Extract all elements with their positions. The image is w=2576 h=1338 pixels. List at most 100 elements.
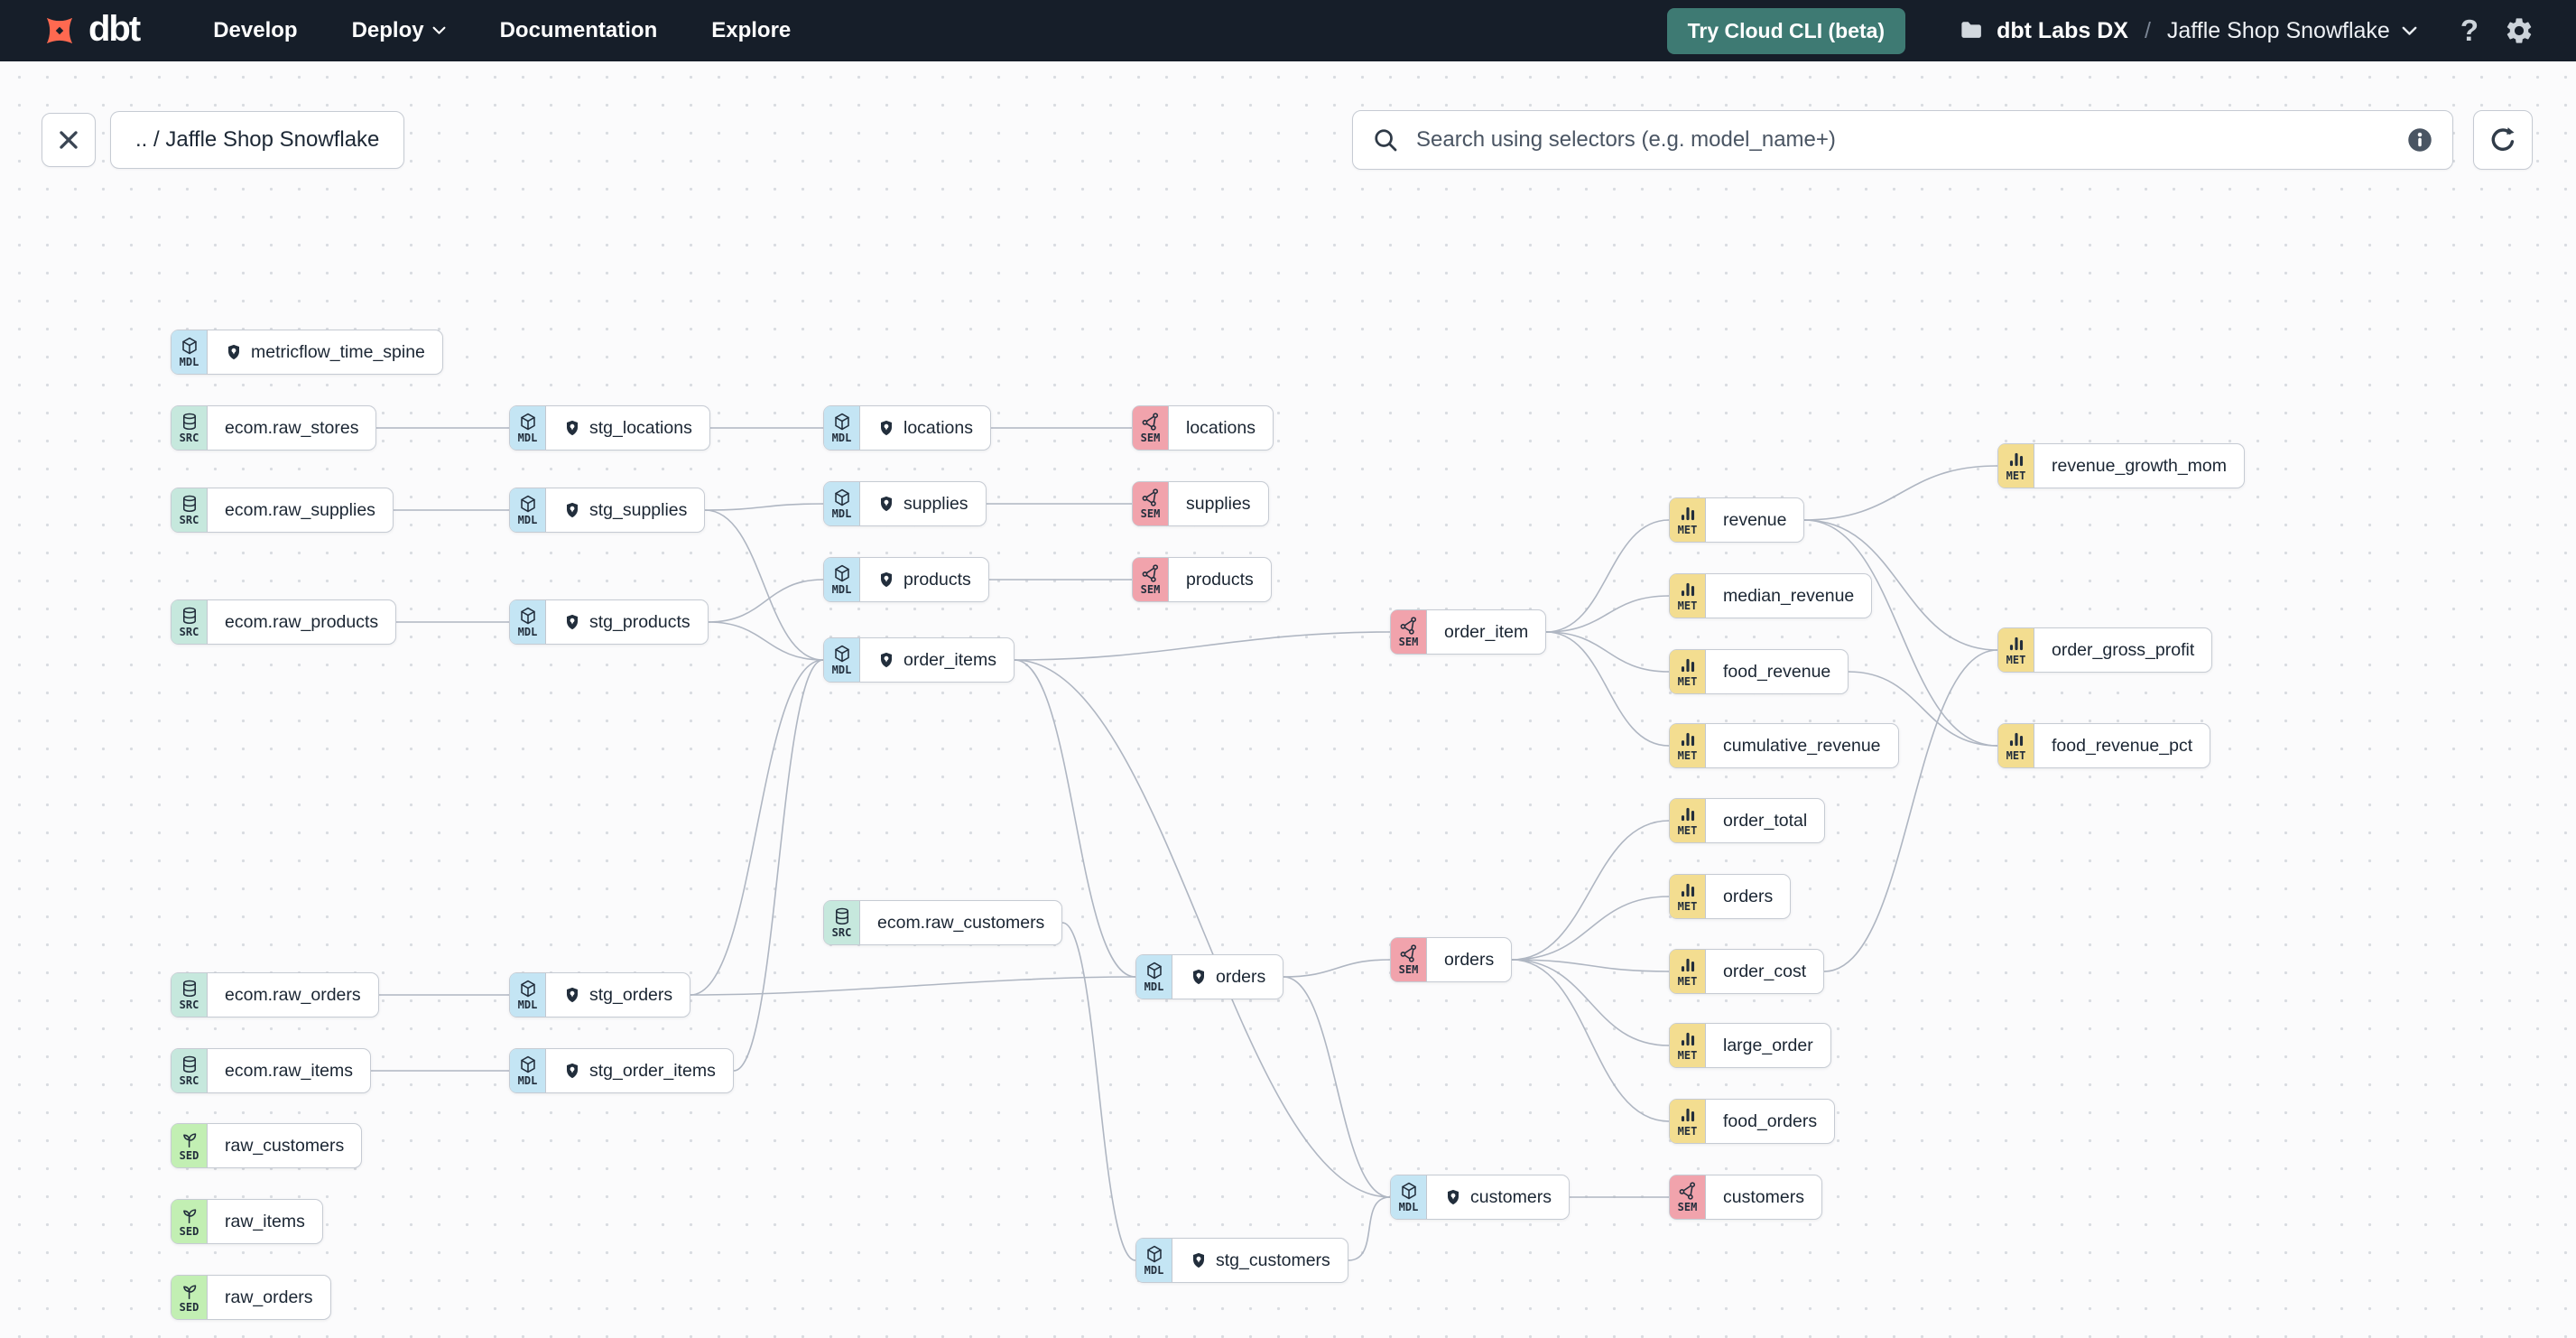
settings-gear-icon[interactable] <box>2504 15 2534 46</box>
lineage-breadcrumb[interactable]: .. / Jaffle Shop Snowflake <box>110 111 405 169</box>
node-type-label: MDL <box>831 582 852 596</box>
node-type-badge: MET <box>1670 498 1706 542</box>
dbt-logo[interactable]: dbt <box>40 8 141 51</box>
node-label: locations <box>1186 417 1256 438</box>
shield-icon <box>563 419 581 437</box>
node-type-label: SEM <box>1140 431 1161 444</box>
semantic-graph-icon <box>1141 412 1161 432</box>
node-type-label: MET <box>2006 653 2026 666</box>
close-lineage-button[interactable] <box>42 113 96 167</box>
node-label: ecom.raw_customers <box>877 912 1045 933</box>
node-type-badge: MDL <box>510 406 546 450</box>
node-type-label: MDL <box>517 1073 538 1087</box>
try-cloud-cli-button[interactable]: Try Cloud CLI (beta) <box>1666 7 1906 54</box>
node-type-badge: MDL <box>1391 1175 1427 1219</box>
nav-item-documentation[interactable]: Documentation <box>499 18 658 42</box>
node-type-badge: MET <box>1670 799 1706 842</box>
search-input[interactable] <box>1414 126 2391 153</box>
metric-bars-icon <box>1678 580 1698 599</box>
metric-bars-icon <box>2006 450 2026 469</box>
node-label: ecom.raw_stores <box>225 417 359 438</box>
shield-icon <box>563 986 581 1004</box>
metric-bars-icon <box>2006 729 2026 749</box>
node-label: order_item <box>1444 621 1529 642</box>
node-type-badge: MET <box>1670 574 1706 618</box>
info-icon[interactable] <box>2406 126 2433 153</box>
account-project-selector[interactable]: dbt Labs DX / Jaffle Shop Snowflake <box>1958 17 2417 44</box>
refresh-button[interactable] <box>2473 110 2533 170</box>
node-type-label: SRC <box>179 1073 199 1087</box>
metric-bars-icon <box>1678 504 1698 524</box>
nav-item-deploy[interactable]: Deploy <box>352 18 446 43</box>
node-type-badge: SEM <box>1133 558 1169 601</box>
node-type-label: MDL <box>517 998 538 1011</box>
graph-node-products_mdl[interactable]: MDL products <box>823 557 989 602</box>
node-type-badge: SEM <box>1133 406 1169 450</box>
node-type-label: SRC <box>179 998 199 1011</box>
nav-item-explore[interactable]: Explore <box>711 18 792 42</box>
node-label: median_revenue <box>1723 585 1855 606</box>
source-database-icon <box>180 494 199 514</box>
graph-node-median_revenue[interactable]: MET median_revenue <box>1669 573 1873 618</box>
node-label: stg_products <box>546 600 708 644</box>
graph-node-locations_sem[interactable]: SEM locations <box>1132 405 1274 451</box>
node-type-badge: SEM <box>1133 482 1169 525</box>
node-type-badge: MET <box>1670 724 1706 767</box>
folder-icon <box>1961 22 1981 38</box>
node-type-label: SED <box>179 1300 199 1314</box>
metric-bars-icon <box>1678 729 1698 749</box>
top-navbar: dbt Develop Deploy Documentation Explore Tr… <box>0 0 2576 61</box>
metric-bars-icon <box>1678 655 1698 675</box>
node-type-badge: MET <box>1670 875 1706 918</box>
model-cube-icon <box>518 606 538 626</box>
nav-item-develop[interactable]: Develop <box>213 18 298 42</box>
chevron-down-icon <box>2402 26 2417 35</box>
brand-text: dbt <box>88 8 141 49</box>
node-label: products <box>860 558 988 601</box>
model-cube-icon <box>1144 1244 1164 1264</box>
node-type-badge: MDL <box>824 558 860 601</box>
help-icon[interactable]: ? <box>2460 14 2479 47</box>
node-type-label: MDL <box>179 355 199 368</box>
shield-icon <box>877 495 895 513</box>
model-cube-icon <box>832 488 852 507</box>
